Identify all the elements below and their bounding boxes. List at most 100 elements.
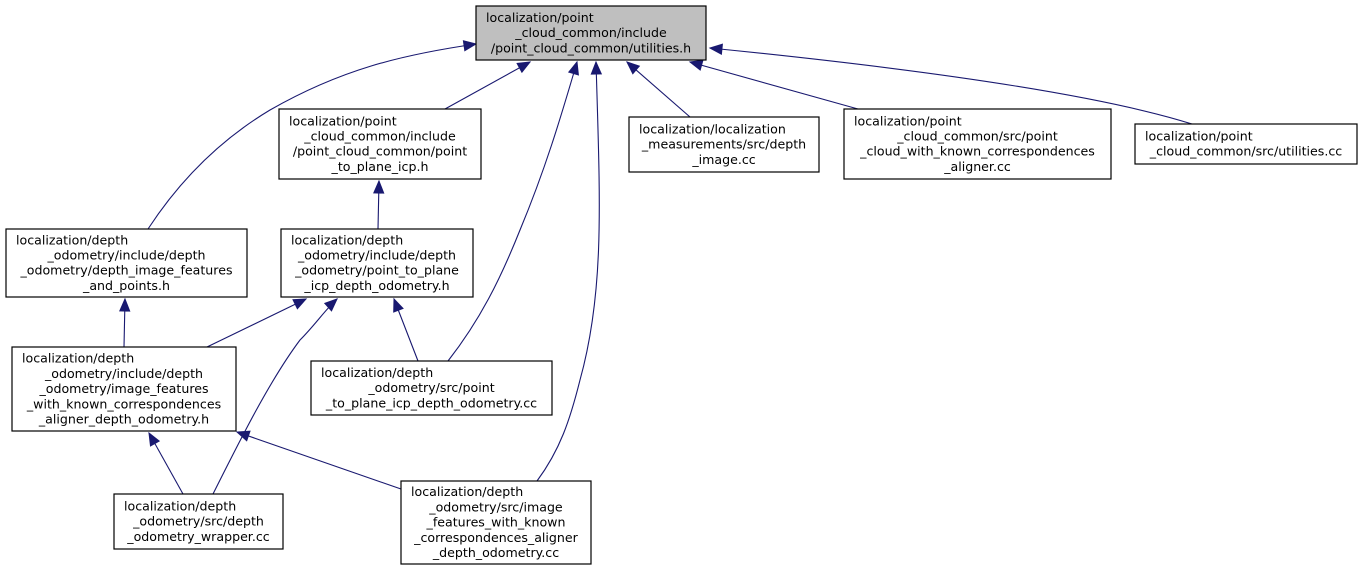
node-box	[628, 116, 820, 173]
node-label-line: _to_plane_icp_depth_odometry.cc	[325, 395, 537, 410]
node-label-line: _cloud_common/src/utilities.cc	[1149, 144, 1343, 159]
node-label-line: _cloud_common/include	[303, 129, 456, 144]
node-label-line: _cloud_with_known_correspondences	[859, 144, 1095, 159]
node-box	[278, 108, 482, 180]
arrowhead-icon	[323, 298, 338, 312]
node-label-line: /point_cloud_common/utilities.h	[491, 40, 691, 55]
node-label-line: _cloud_common/include	[514, 25, 667, 40]
arrowhead-icon	[292, 298, 308, 310]
node-label-line: _image.cc	[691, 152, 755, 167]
node-box	[280, 228, 474, 298]
node-label-line: _odometry_wrapper.cc	[126, 529, 269, 544]
arrowhead-icon	[708, 43, 723, 55]
node-label-line: localization/point	[1145, 129, 1253, 144]
edge-line	[444, 61, 531, 110]
node-label-line: _aligner.cc	[943, 159, 1011, 174]
dependency-edge	[373, 179, 385, 230]
node-label-line: _odometry/include/depth	[44, 366, 203, 381]
dependency-edge	[536, 60, 603, 482]
node-box	[400, 480, 592, 565]
node-label-line: localization/point	[486, 10, 594, 25]
node-label-line: _measurements/src/depth	[641, 137, 806, 152]
arrowhead-icon	[393, 297, 404, 313]
edges-layer	[119, 40, 1193, 495]
arrowhead-icon	[688, 59, 704, 71]
node-label-line: _odometry/point_to_plane	[294, 263, 459, 278]
node-box	[475, 5, 707, 61]
graph-node-point-to-plane-icp-h[interactable]: localization/point_cloud_common/include/…	[278, 108, 482, 180]
nodes-layer: localization/point_cloud_common/include/…	[5, 5, 1358, 565]
edge-line	[447, 61, 578, 362]
node-label-line: _depth_odometry.cc	[432, 545, 559, 560]
edge-line	[536, 61, 600, 482]
dependency-edge	[447, 60, 579, 362]
edge-line	[626, 61, 691, 118]
node-label-line: _odometry/src/image	[428, 499, 563, 514]
arrowhead-icon	[590, 60, 603, 75]
graph-node-utilities-cc[interactable]: localization/point_cloud_common/src/util…	[1134, 123, 1358, 165]
node-label-line: _icp_depth_odometry.h	[303, 278, 449, 293]
graph-node-utilities-h: localization/point_cloud_common/include/…	[475, 5, 707, 61]
graph-node-icp-depth-odometry-h[interactable]: localization/depth_odometry/include/dept…	[280, 228, 474, 298]
node-label-line: _cloud_common/src/point	[896, 129, 1058, 144]
node-label-line: localization/depth	[16, 232, 128, 247]
node-label-line: localization/depth	[291, 232, 403, 247]
graph-node-image-features-aligner-depth-odometry-h[interactable]: localization/depth_odometry/include/dept…	[11, 346, 237, 432]
node-label-line: _aligner_depth_odometry.h	[38, 412, 209, 427]
dependency-edge	[147, 40, 478, 230]
arrowhead-icon	[516, 61, 532, 74]
edge-line	[689, 61, 859, 110]
dependency-edge	[212, 298, 338, 495]
node-box	[11, 346, 237, 432]
arrowhead-icon	[462, 40, 478, 52]
dependency-edge	[708, 43, 1193, 125]
node-label-line: localization/point	[854, 113, 962, 128]
node-label-line: _and_points.h	[82, 278, 170, 293]
edge-line	[212, 298, 338, 495]
node-label-line: _odometry/image_features	[38, 381, 208, 396]
node-box	[113, 493, 284, 550]
graph-node-depth-image-cc[interactable]: localization/localization_measurements/s…	[628, 116, 820, 173]
node-label-line: localization/depth	[411, 484, 523, 499]
node-box	[5, 228, 248, 298]
graph-node-known-correspondences-aligner-cc[interactable]: localization/point_cloud_common/src/poin…	[843, 108, 1112, 180]
graph-node-icp-depth-odometry-cc[interactable]: localization/depth_odometry/src/point_to…	[310, 360, 553, 416]
edge-line	[206, 298, 307, 348]
dependency-edge	[235, 430, 402, 490]
edge-line	[147, 43, 477, 230]
edge-line	[709, 47, 1193, 125]
graph-node-image-features-aligner-depth-odometry-cc[interactable]: localization/depth_odometry/src/image_fe…	[400, 480, 592, 565]
node-label-line: localization/point	[289, 113, 397, 128]
arrowhead-icon	[626, 61, 641, 75]
arrowhead-icon	[373, 179, 385, 194]
graph-node-depth-image-features-and-points-h[interactable]: localization/depth_odometry/include/dept…	[5, 228, 248, 298]
arrowhead-icon	[148, 431, 161, 447]
arrowhead-icon	[567, 60, 579, 76]
dependency-edge	[119, 297, 131, 348]
node-label-line: localization/depth	[124, 498, 236, 513]
dependency-edge	[688, 59, 859, 110]
node-label-line: _odometry/src/point	[367, 380, 494, 395]
node-label-line: /point_cloud_common/point	[293, 144, 467, 159]
node-label-line: _features_with_known	[426, 515, 566, 530]
node-label-line: localization/localization	[639, 121, 786, 136]
node-label-line: _correspondences_aligner	[413, 530, 578, 545]
arrowhead-icon	[235, 430, 251, 442]
node-label-line: _odometry/include/depth	[46, 248, 205, 263]
dependency-edge	[206, 298, 308, 348]
edge-line	[236, 431, 402, 490]
node-label-line: localization/depth	[321, 365, 433, 380]
node-box	[1134, 123, 1358, 165]
node-box	[310, 360, 553, 416]
node-box	[843, 108, 1112, 180]
graph-node-depth-odometry-wrapper-cc[interactable]: localization/depth_odometry/src/depth_od…	[113, 493, 284, 550]
arrowhead-icon	[119, 297, 131, 312]
node-label-line: _odometry/src/depth	[132, 514, 264, 529]
node-label-line: _to_plane_icp.h	[331, 159, 429, 174]
node-label-line: localization/depth	[22, 351, 134, 366]
dependency-edge	[393, 297, 419, 362]
dependency-edge	[148, 431, 184, 495]
dependency-edge	[626, 61, 691, 118]
dependency-edge	[444, 61, 532, 110]
